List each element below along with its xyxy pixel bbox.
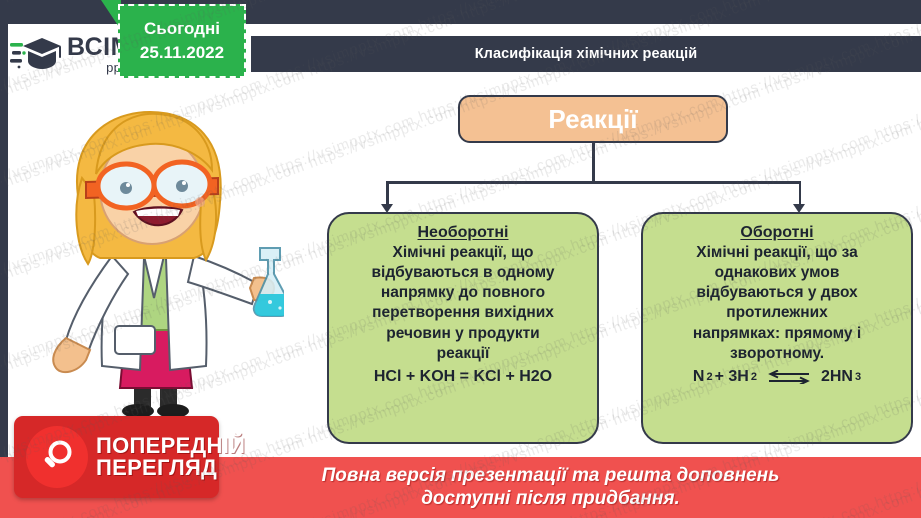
arrow-head-left bbox=[381, 204, 393, 213]
date-badge: Сьогодні 25.11.2022 bbox=[118, 4, 246, 78]
branch-title: Необоротні bbox=[417, 224, 509, 241]
branch-title: Оборотні bbox=[740, 224, 814, 241]
magnifier-icon bbox=[44, 440, 72, 468]
slide-header: Класифікація хімічних реакцій bbox=[251, 36, 921, 72]
branch-body: Хімічні реакції, що відбуваються в одном… bbox=[371, 244, 555, 362]
formula-sub-product: 3 bbox=[854, 370, 862, 383]
graduation-cap-icon bbox=[10, 38, 61, 69]
formula-text: HCl + KOH = KCl + H2O bbox=[373, 367, 553, 385]
diagram-branch-irreversible: Необоротні Хімічні реакції, що відбувают… bbox=[327, 212, 599, 444]
diagram-root-title: Реакції bbox=[548, 103, 638, 134]
cartoon-girl-chemist bbox=[22, 98, 292, 430]
brand-logo: ВСІМ pptx bbox=[10, 28, 132, 80]
branch-formula: HCl + KOH = KCl + H2O bbox=[374, 368, 552, 386]
preview-icon-circle bbox=[26, 426, 88, 488]
connector-down-right bbox=[798, 181, 801, 205]
connector-down-left bbox=[386, 181, 389, 205]
diagram-root-node: Реакції bbox=[458, 95, 728, 143]
connector-stem bbox=[592, 143, 595, 183]
date-badge-date: 25.11.2022 bbox=[139, 43, 225, 62]
formula-sub-n: 2 bbox=[706, 370, 713, 383]
reversible-reaction-arrows-icon bbox=[768, 369, 810, 384]
formula-reactant-n: N bbox=[692, 367, 705, 385]
connector-horizontal-bar bbox=[386, 181, 801, 184]
formula-product: 2HN bbox=[820, 367, 853, 385]
footer-text: Повна версія презентації та решта доповн… bbox=[321, 465, 780, 509]
page-title: Класифікація хімічних реакцій bbox=[474, 46, 698, 62]
formula-reactant-h: + 3H bbox=[714, 367, 749, 385]
formula-sub-h: 2 bbox=[750, 370, 757, 383]
diagram-branch-reversible: Оборотні Хімічні реакції, що за однакови… bbox=[641, 212, 913, 444]
date-badge-label: Сьогодні bbox=[144, 19, 220, 38]
preview-badge-line2: ПЕРЕГЛЯД bbox=[96, 455, 218, 480]
preview-badge: ПОПЕРЕДНІЙ ПЕРЕГЛЯД bbox=[14, 416, 245, 498]
arrow-head-right bbox=[793, 204, 805, 213]
branch-body: Хімічні реакції, що за однакових умов ві… bbox=[692, 244, 862, 362]
preview-badge-line1: ПОПЕРЕДНІЙ bbox=[96, 432, 246, 458]
date-badge-corner bbox=[101, 0, 121, 30]
